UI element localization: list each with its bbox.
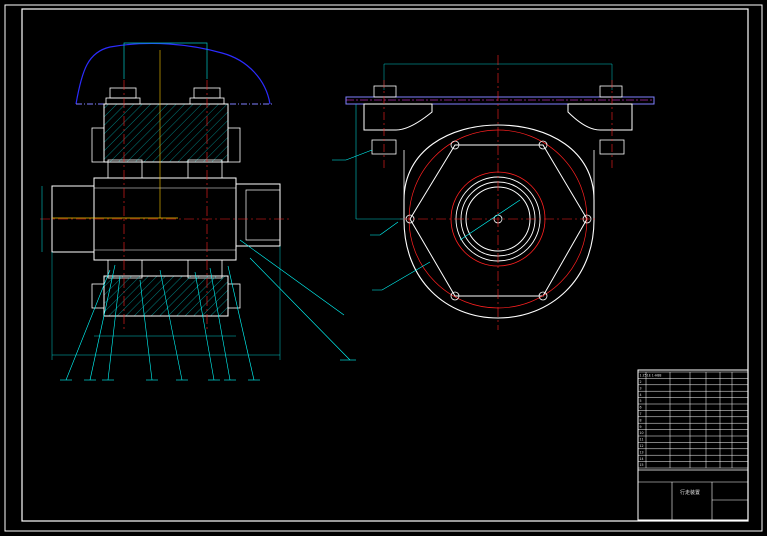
parts-row-text: 8 [640,418,642,422]
parts-row-text: 4 [640,393,642,397]
parts-row-text: 1 Z51E 1-H88 [640,374,662,378]
cover-contour [75,42,271,105]
parts-row-text: 13 [640,450,644,454]
parts-row-text: 3 [640,386,642,390]
title-block-frame [637,369,749,521]
leader-lines [60,239,356,381]
housing-flange [227,127,241,163]
flange-bolts [405,140,592,301]
inner-frame [21,8,749,522]
bearing [187,259,223,279]
housing-outline [403,124,595,319]
upper-housing [103,103,229,163]
shaft-right-end [235,183,281,247]
lower-housing [103,275,229,317]
shaft-collar [245,189,281,241]
top-dimension [123,42,208,79]
housing-flange [91,127,105,163]
section-view [40,42,356,381]
end-view-leaders [332,149,521,291]
bearing [107,259,143,279]
hex-flange [409,144,588,297]
parts-row-text: 5 [640,399,642,403]
parts-row-text: 11 [640,438,644,442]
parts-row-text: 2 [640,380,642,384]
parts-row-text: 6 [640,406,642,410]
parts-row-text: 15 [640,463,644,467]
housing-flange [227,283,241,309]
bolt-head [599,85,623,98]
bracket-right [567,103,633,131]
parts-list-grid [638,371,748,469]
parts-row-text: 9 [640,425,642,429]
parts-row-text: 10 [640,431,644,435]
bolt-head [109,87,137,99]
drawing-title: 行走装置 [680,489,700,496]
parts-row-text: 14 [640,457,644,461]
bearing [187,159,223,179]
bracket-left [363,103,433,131]
bolt-head [373,85,397,98]
title-block: 行走装置 1 Z51E 1-H88 2 3 4 5 6 7 8 9 10 11 1… [637,369,749,521]
parts-row-text: 7 [640,412,642,416]
parts-row-text: 12 [640,444,644,448]
outer-border [4,4,763,532]
rail-plate [345,96,655,105]
end-view [332,55,655,330]
bolt-nut [105,97,141,105]
bearing [107,159,143,179]
housing-flange [91,283,105,309]
